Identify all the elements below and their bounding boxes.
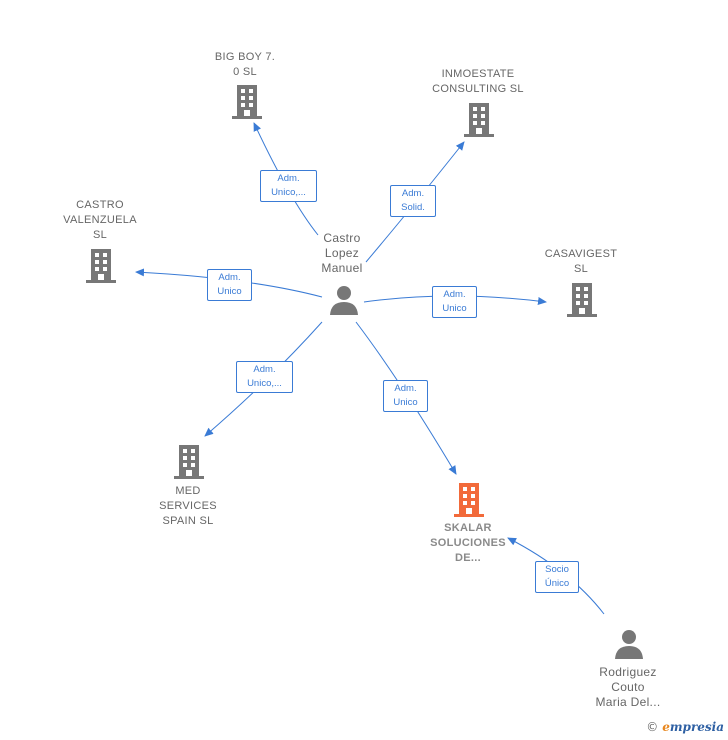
edge-label-to-skalar: Adm. Unico — [383, 380, 428, 412]
building-icon — [86, 249, 116, 283]
node-label-med-services[interactable]: MED SERVICES SPAIN SL — [159, 485, 217, 527]
copyright-icon: © — [646, 720, 659, 734]
brand-footer: ©empresia — [646, 720, 724, 734]
node-label-rodriguez[interactable]: Rodriguez Couto Maria Del... — [595, 665, 661, 709]
edge-label-to-casavigest: Adm. Unico — [432, 286, 477, 318]
person-icon — [330, 286, 358, 315]
edge-label-to-inmoestate: Adm. Solid. — [390, 185, 436, 217]
building-icon — [232, 85, 262, 119]
building-icon — [174, 445, 204, 479]
edge-label-to-castro-valenzuela: Adm. Unico — [207, 269, 252, 301]
node-label-big-boy[interactable]: BIG BOY 7. 0 SL — [214, 51, 276, 78]
brand-logo[interactable]: empresia — [662, 720, 724, 734]
node-label-inmoestate[interactable]: INMOESTATE CONSULTING SL — [432, 68, 524, 95]
node-label-casavigest[interactable]: CASAVIGEST SL — [544, 248, 618, 275]
node-label-skalar[interactable]: SKALAR SOLUCIONES DE... — [430, 522, 506, 564]
building-highlight-icon — [454, 483, 484, 517]
node-label-castro-valenzuela[interactable]: CASTRO VALENZUELA SL — [63, 199, 137, 241]
edge-label-rodriguez-to-skalar: Socio Único — [535, 561, 579, 593]
building-icon — [567, 283, 597, 317]
node-label-center-person[interactable]: Castro Lopez Manuel — [321, 231, 363, 275]
person-icon — [615, 630, 643, 659]
edge-label-to-big-boy: Adm. Unico,... — [260, 170, 317, 202]
building-icon — [464, 103, 494, 137]
edge-label-to-med-services: Adm. Unico,... — [236, 361, 293, 393]
